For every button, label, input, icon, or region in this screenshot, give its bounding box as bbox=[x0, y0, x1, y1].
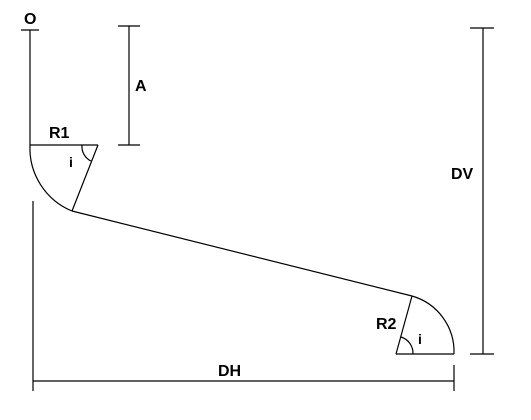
r1-angle-leg bbox=[71, 144, 99, 212]
tangent-section-line bbox=[71, 210, 413, 297]
r1-angle-arc bbox=[81, 144, 92, 162]
angle-i-top-label: i bbox=[69, 154, 73, 170]
r2-angle-arc bbox=[400, 336, 414, 355]
r2-angle-leg bbox=[395, 295, 413, 355]
origin-label: O bbox=[24, 11, 36, 28]
r2-label: R2 bbox=[376, 316, 397, 333]
r1-label: R1 bbox=[49, 125, 70, 142]
dv-label: DV bbox=[451, 166, 474, 183]
dh-label: DH bbox=[218, 363, 241, 380]
angle-i-bottom-label: i bbox=[418, 331, 422, 347]
a-label: A bbox=[135, 78, 147, 95]
r2-drop-arc bbox=[411, 295, 455, 355]
r1-build-arc bbox=[29, 144, 73, 212]
